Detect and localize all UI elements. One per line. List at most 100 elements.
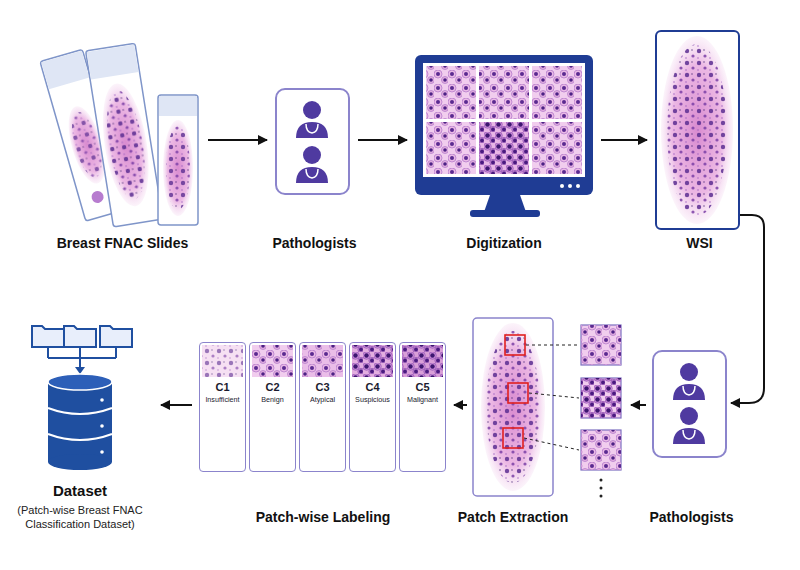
fnac-slides	[40, 43, 198, 227]
illustration-part	[508, 383, 528, 403]
stage-label: Digitization	[466, 234, 541, 252]
illustration-part	[426, 66, 476, 119]
illustration-part	[48, 454, 112, 470]
wsi-image	[661, 36, 733, 224]
illustration-part	[402, 345, 443, 377]
illustration-part	[64, 326, 96, 347]
illustration-part	[202, 345, 243, 377]
illustration-part	[581, 325, 621, 365]
wsi-box: WSI	[655, 30, 740, 230]
illustration-part	[302, 345, 343, 377]
illustration-part	[402, 345, 443, 377]
illustration-part	[159, 96, 197, 116]
class-code: C4	[350, 380, 395, 394]
illustration-part	[581, 430, 621, 470]
patch-extraction-stage: Patch Extraction	[473, 318, 625, 496]
illustration-part	[86, 43, 163, 227]
dataset-icon	[32, 326, 132, 470]
illustration-part	[296, 167, 328, 183]
illustration-part	[166, 126, 190, 210]
illustration-part	[505, 335, 525, 355]
class-card: C5Malignant	[399, 342, 446, 472]
illustration-part	[673, 428, 705, 444]
monitor	[415, 55, 593, 217]
illustration-part	[470, 210, 540, 217]
illustration-part	[581, 325, 621, 365]
stage-label: Patch-wise Labeling	[256, 508, 391, 526]
illustration-part	[48, 382, 112, 462]
flow-arrow	[601, 139, 647, 141]
illustration-part	[532, 66, 582, 119]
stage-subtitle: (Patch-wise Breast FNAC Classification D…	[0, 503, 160, 531]
stage-label: Breast FNAC Slides	[57, 234, 188, 252]
stage-label: WSI	[686, 234, 712, 252]
stage-label: Pathologists	[649, 508, 733, 526]
illustration-part	[100, 326, 132, 347]
stage-label: Dataset	[53, 482, 107, 500]
illustration-part	[202, 345, 243, 377]
flow-arrow	[454, 404, 467, 406]
illustration-part	[524, 438, 579, 450]
illustration-part	[86, 43, 163, 227]
illustration-part	[87, 44, 139, 79]
illustration-part	[568, 184, 572, 188]
flow-arrow	[731, 215, 764, 403]
illustration-part	[581, 378, 621, 418]
illustration-part	[47, 347, 49, 358]
pathologist-box: Pathologists	[275, 88, 350, 195]
illustration-part	[600, 487, 603, 490]
illustration-part	[100, 424, 104, 428]
flow-arrow	[631, 404, 646, 406]
illustration-part	[481, 323, 545, 491]
illustration-part	[158, 95, 198, 225]
card-images	[202, 345, 443, 377]
class-name: Suspicious	[350, 394, 395, 405]
illustration-part	[303, 101, 321, 119]
flow-arrow	[161, 404, 192, 406]
illustration-part	[683, 386, 695, 395]
class-name: Insufficient	[200, 394, 245, 405]
illustration-part	[415, 55, 593, 195]
illustration-part	[581, 430, 621, 470]
slides-stage: Breast FNAC Slides	[45, 40, 200, 225]
pathologist-icons	[673, 363, 705, 444]
illustration-part	[479, 66, 529, 119]
digitization-stage: Digitization	[415, 55, 593, 217]
illustration-part	[484, 195, 526, 212]
class-name: Benign	[250, 394, 295, 405]
illustration-part	[667, 44, 727, 216]
illustration-part	[75, 367, 85, 374]
illustration-part	[306, 124, 318, 133]
illustration-part	[529, 393, 579, 398]
illustration-part	[48, 408, 112, 414]
illustration-part	[683, 430, 695, 439]
illustration-part	[95, 80, 156, 209]
illustration-part	[503, 428, 523, 448]
illustration-part	[90, 190, 105, 205]
illustration-part	[303, 146, 321, 164]
illustration-part	[600, 479, 603, 482]
illustration-part	[100, 398, 104, 402]
illustration-part	[32, 326, 64, 347]
illustration-part	[600, 495, 603, 498]
illustration-part	[532, 122, 582, 174]
illustration-part	[479, 66, 529, 119]
pathologist-icons	[296, 101, 328, 183]
illustration-part	[479, 122, 529, 174]
stage-label: Pathologists	[272, 234, 356, 252]
illustration-part	[352, 345, 393, 377]
illustration-part	[252, 345, 293, 377]
class-name: Atypical	[300, 394, 345, 405]
illustration-part	[296, 122, 328, 138]
illustration-part	[115, 347, 117, 358]
labeling-group: Patch-wise LabelingC1InsufficientC2Benig…	[198, 340, 448, 474]
pathologist-box: Pathologists	[652, 350, 727, 458]
illustration-part	[100, 88, 151, 202]
illustration-part	[423, 63, 585, 177]
illustration-part	[252, 345, 293, 377]
illustration-part	[581, 378, 621, 418]
flow-arrow	[208, 139, 267, 141]
class-code: C1	[200, 380, 245, 394]
